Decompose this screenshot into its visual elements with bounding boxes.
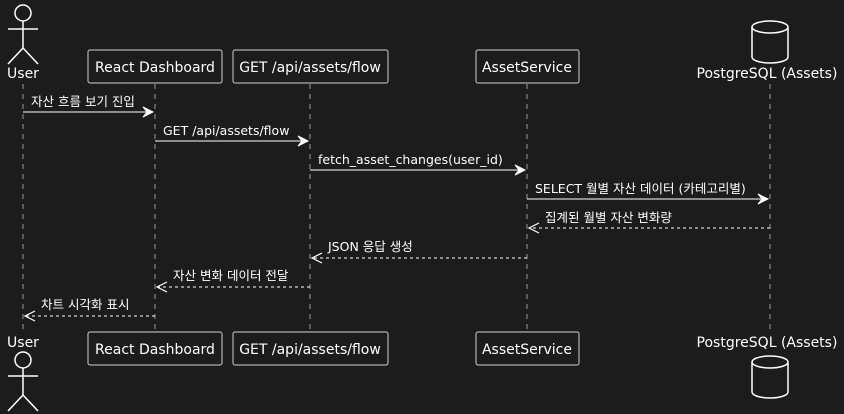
participant-api-bottom: GET /api/assets/flow [232, 331, 389, 366]
database-icon [751, 20, 789, 64]
participant-asset-service-top: AssetService [475, 49, 580, 84]
message-4-label: SELECT 월별 자산 데이터 (카테고리별) [535, 181, 746, 196]
message-3: fetch_asset_changes(user_id) [310, 152, 527, 176]
participant-api-label: GET /api/assets/flow [239, 342, 381, 358]
actor-icon [7, 4, 39, 65]
message-3-label: fetch_asset_changes(user_id) [318, 152, 503, 167]
message-4: SELECT 월별 자산 데이터 (카테고리별) [527, 181, 770, 205]
participant-react-dashboard-label: React Dashboard [95, 60, 215, 76]
arrow-left-icon [23, 310, 36, 322]
message-8: 차트 시각화 표시 [23, 297, 155, 322]
arrow-right-icon [297, 135, 310, 147]
actor-user-bottom: User [7, 335, 39, 412]
message-1-label: 자산 흐름 보기 진입 [31, 94, 135, 109]
participant-asset-service-bottom: AssetService [475, 331, 580, 366]
participant-react-dashboard-top: React Dashboard [87, 49, 223, 84]
message-7: 자산 변화 데이터 전달 [155, 268, 310, 293]
arrow-right-icon [757, 193, 770, 205]
database-postgresql-label: PostgreSQL (Assets) [697, 335, 838, 351]
participant-asset-service-label: AssetService [482, 60, 572, 76]
messages: 자산 흐름 보기 진입 GET /api/assets/flow fetch_a… [23, 94, 770, 322]
actor-icon [7, 351, 39, 412]
participant-asset-service-label: AssetService [482, 342, 572, 358]
actor-user-label: User [7, 335, 39, 351]
participants-bottom: User React Dashboard GET /api/assets/flo… [7, 331, 838, 412]
database-postgresql-bottom: PostgreSQL (Assets) [697, 335, 838, 399]
arrow-right-icon [142, 106, 155, 118]
participants-top: User React Dashboard GET /api/assets/flo… [7, 4, 838, 84]
participant-api-label: GET /api/assets/flow [239, 60, 381, 76]
database-icon [751, 355, 789, 399]
message-5: 집계된 월별 자산 변화량 [527, 210, 770, 234]
message-7-label: 자산 변화 데이터 전달 [173, 268, 289, 283]
arrow-left-icon [155, 281, 168, 293]
message-2-label: GET /api/assets/flow [163, 123, 289, 138]
actor-user-top: User [7, 4, 39, 82]
database-postgresql-top: PostgreSQL (Assets) [697, 20, 838, 82]
message-8-label: 차트 시각화 표시 [41, 297, 129, 312]
lifelines [22, 84, 771, 332]
message-2: GET /api/assets/flow [155, 123, 310, 147]
actor-user-label: User [7, 66, 39, 82]
arrow-right-icon [514, 164, 527, 176]
participant-react-dashboard-label: React Dashboard [95, 342, 215, 358]
participant-api-top: GET /api/assets/flow [232, 49, 389, 84]
message-5-label: 집계된 월별 자산 변화량 [545, 210, 672, 225]
participant-react-dashboard-bottom: React Dashboard [87, 331, 223, 366]
message-1: 자산 흐름 보기 진입 [23, 94, 155, 118]
arrow-left-icon [310, 252, 323, 264]
database-postgresql-label: PostgreSQL (Assets) [697, 66, 838, 82]
message-6-label: JSON 응답 생성 [327, 239, 413, 254]
message-6: JSON 응답 생성 [310, 239, 527, 264]
arrow-left-icon [527, 222, 540, 234]
